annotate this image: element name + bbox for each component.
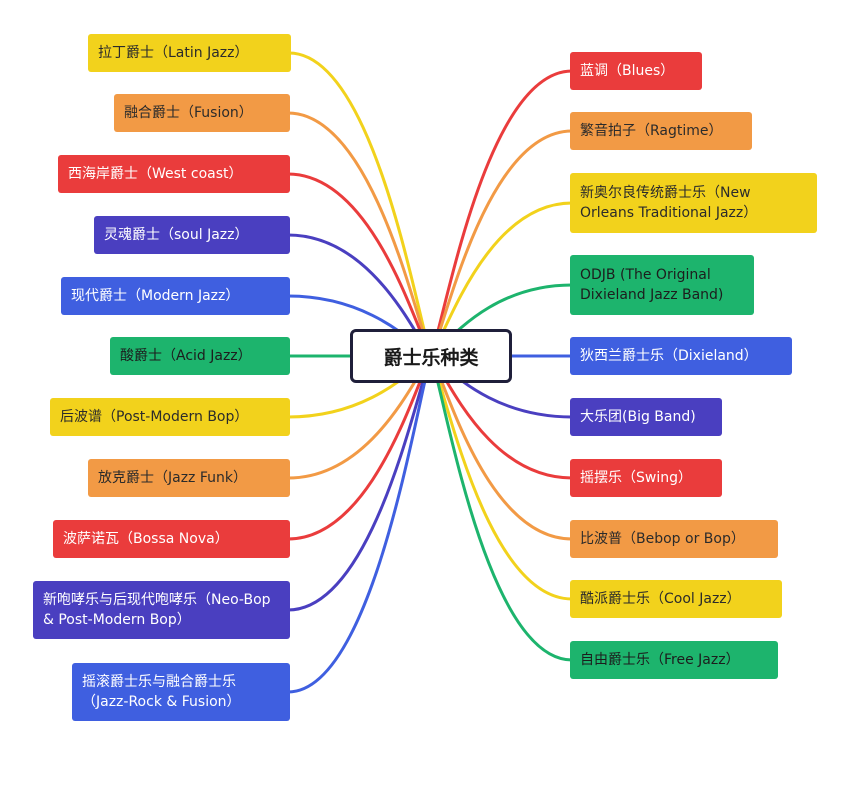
connector-l9 — [286, 354, 433, 612]
connector-l10 — [286, 354, 433, 694]
node-modern-jazz[interactable]: 现代爵士（Modern Jazz） — [61, 277, 290, 315]
node-dixieland[interactable]: 狄西兰爵士乐（Dixieland） — [570, 337, 792, 375]
node-odjb[interactable]: ODJB (The Original Dixieland Jazz Band) — [570, 255, 754, 315]
node-blues[interactable]: 蓝调（Blues） — [570, 52, 702, 90]
node-acid-jazz[interactable]: 酸爵士（Acid Jazz） — [110, 337, 290, 375]
node-jazz-funk[interactable]: 放克爵士（Jazz Funk） — [88, 459, 290, 497]
node-ragtime[interactable]: 繁音拍子（Ragtime） — [570, 112, 752, 150]
node-neo-bop[interactable]: 新咆哮乐与后现代咆哮乐（Neo-Bop & Post-Modern Bop） — [33, 581, 290, 639]
node-west-coast[interactable]: 西海岸爵士（West coast） — [58, 155, 290, 193]
node-bebop[interactable]: 比波普（Bebop or Bop） — [570, 520, 778, 558]
node-new-orleans[interactable]: 新奥尔良传统爵士乐（New Orleans Traditional Jazz） — [570, 173, 817, 233]
node-post-bop[interactable]: 后波谱（Post-Modern Bop） — [50, 398, 290, 436]
node-cool-jazz[interactable]: 酷派爵士乐（Cool Jazz） — [570, 580, 782, 618]
node-soul-jazz[interactable]: 灵魂爵士（soul Jazz） — [94, 216, 290, 254]
node-free-jazz[interactable]: 自由爵士乐（Free Jazz） — [570, 641, 778, 679]
connector-r9 — [429, 354, 574, 662]
node-latin-jazz[interactable]: 拉丁爵士（Latin Jazz） — [88, 34, 291, 72]
node-big-band[interactable]: 大乐团(Big Band) — [570, 398, 722, 436]
node-jazz-rock[interactable]: 摇滚爵士乐与融合爵士乐（Jazz-Rock & Fusion） — [72, 663, 290, 721]
node-bossa-nova[interactable]: 波萨诺瓦（Bossa Nova） — [53, 520, 290, 558]
node-fusion[interactable]: 融合爵士（Fusion） — [114, 94, 290, 132]
node-swing[interactable]: 摇摆乐（Swing） — [570, 459, 722, 497]
connector-l0 — [287, 51, 433, 358]
connector-r1 — [429, 129, 574, 358]
central-topic[interactable]: 爵士乐种类 — [350, 329, 512, 383]
